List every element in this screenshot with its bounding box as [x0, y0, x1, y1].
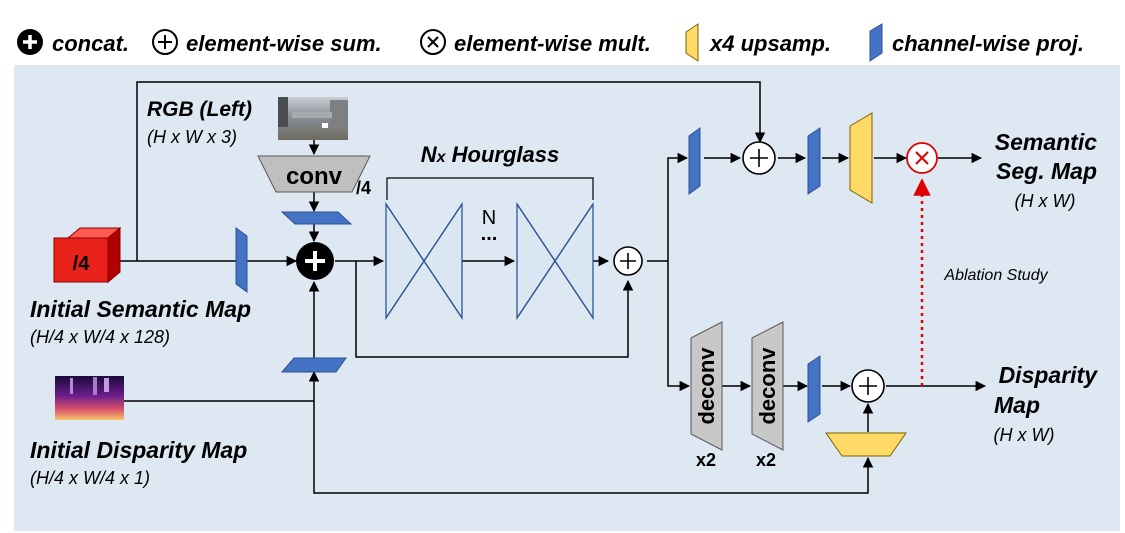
conv-block [257, 155, 371, 193]
semantic-output-dims: (H x W) [1015, 191, 1076, 211]
semantic-output-line1: Semantic [995, 129, 1097, 155]
legend: concat. element-wise sum. element-wise m… [17, 23, 1084, 62]
conv-label: conv [286, 163, 343, 190]
deconv-block-2: deconv [751, 321, 784, 451]
hourglass-block-2 [516, 201, 594, 321]
proj-conv-block [280, 211, 353, 225]
deconv-2-scale: x2 [756, 450, 776, 470]
rgb-title: RGB (Left) [147, 98, 252, 121]
disparity-image [55, 376, 124, 420]
proj-bottom [807, 355, 821, 423]
semantic-sum-node [742, 141, 776, 175]
deconv-2-label: deconv [755, 347, 780, 425]
initial-semantic-map-block: /4 [53, 226, 122, 284]
connections [119, 81, 987, 494]
deconv-1-label: deconv [694, 347, 719, 425]
deconv-1-scale: x2 [696, 450, 716, 470]
upsample-bottom [825, 432, 907, 457]
disparity-map-title: Initial Disparity Map [30, 437, 247, 463]
disparity-sum-node [851, 369, 885, 403]
legend-proj-label: channel-wise proj. [892, 31, 1084, 56]
proj-top-1 [688, 127, 701, 195]
disparity-map-dims: (H/4 x W/4 x 1) [30, 468, 150, 488]
semantic-map-dims: (H/4 x W/4 x 128) [30, 327, 170, 347]
concat-node [296, 242, 334, 280]
semantic-map-title: Initial Semantic Map [30, 296, 251, 322]
semantic-output-line2: Seg. Map [996, 158, 1097, 184]
proj-top-2 [807, 127, 821, 195]
rgb-image [278, 97, 348, 140]
hourglass-bracket [386, 177, 594, 200]
disparity-output-line1: Disparity [999, 362, 1099, 388]
hourglass-sum-node [613, 246, 643, 276]
legend-sum-label: element-wise sum. [186, 31, 382, 56]
legend-upsample-label: x4 upsamp. [709, 31, 831, 56]
hourglass-title: Nx Hourglass [421, 142, 560, 167]
upsample-legend-icon [685, 23, 699, 62]
diagram-panel [14, 65, 1120, 531]
disparity-output-line2: Map [994, 392, 1040, 418]
legend-mult-label: element-wise mult. [454, 31, 651, 56]
hourglass-dots: ... [481, 223, 498, 245]
legend-concat-label: concat. [52, 31, 129, 56]
deconv-block-1: deconv [690, 321, 723, 451]
proj-disparity-block [280, 357, 347, 373]
ablation-label: Ablation Study [943, 267, 1048, 284]
hourglass-n-label: N [482, 207, 496, 229]
conv-scale-label: /4 [356, 178, 371, 198]
hourglass-block-1 [385, 201, 463, 321]
mult-node [906, 142, 938, 174]
proj-legend-icon [869, 23, 883, 62]
proj-semantic-block [235, 227, 248, 293]
upsample-top [849, 112, 873, 204]
disparity-output-dims: (H x W) [994, 425, 1055, 445]
semantic-box-label: /4 [73, 253, 91, 275]
rgb-dims: (H x W x 3) [147, 127, 237, 147]
